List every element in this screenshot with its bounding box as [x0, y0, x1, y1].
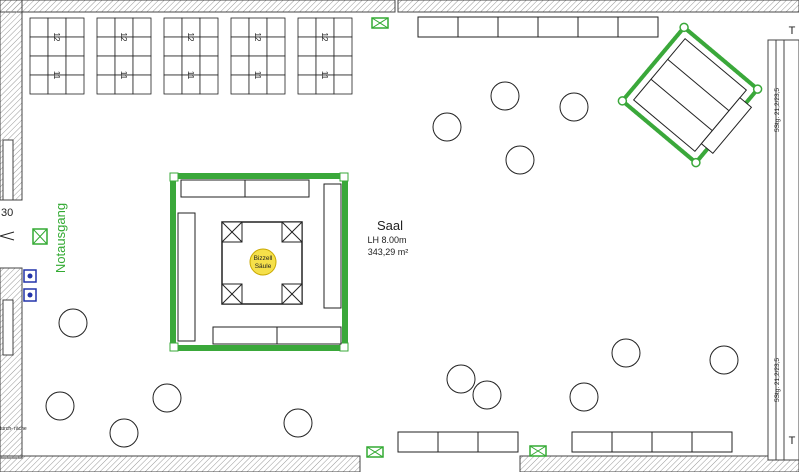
table-group: 12 11: [29, 17, 85, 95]
bottom-wall-left: [0, 455, 361, 472]
table-group: 12 11: [297, 17, 353, 95]
round-table: [152, 383, 182, 413]
round-table: [611, 338, 641, 368]
round-table: [490, 81, 520, 111]
table-group: 12 11: [96, 17, 152, 95]
round-table: [709, 345, 739, 375]
pillar-label-line1: Bizzell: [254, 255, 273, 262]
pillar-label-line2: Säule: [255, 263, 272, 270]
round-table: [472, 380, 502, 410]
table-number: 12: [119, 33, 128, 42]
round-table: [58, 308, 88, 338]
left-edge-number: 30: [1, 207, 13, 219]
wall-sockets: [23, 269, 37, 302]
round-table: [432, 112, 462, 142]
table-number: 11: [253, 71, 262, 80]
round-table: [45, 391, 75, 421]
right-top-T: T: [789, 25, 796, 37]
left-wall-window: [2, 139, 14, 201]
table-number: 11: [320, 71, 329, 80]
table-group: 12 11: [230, 17, 286, 95]
right-bottom-T: T: [789, 435, 796, 447]
round-table: [569, 382, 599, 412]
exit-signs: Notausgang: [32, 17, 547, 458]
room-area: 343,29 m²: [368, 247, 409, 257]
bottom-left-note: turch- räche: [0, 426, 27, 432]
round-table: [446, 364, 476, 394]
table-number: 12: [320, 33, 329, 42]
bottom-wall-right: [519, 455, 799, 472]
top-wall-right: [397, 0, 799, 13]
central-truss: Bizzell Säule: [169, 172, 349, 352]
pillar: [249, 248, 277, 276]
room-name: Saal: [377, 218, 403, 233]
top-wall-left: [0, 0, 396, 13]
stair-label-top: 5Stg. 21,2/23,5: [774, 88, 781, 132]
emergency-exit-label: Notausgang: [53, 203, 68, 273]
table-groups: 12 11 12 11 12 11 12 11 12 11: [29, 17, 353, 95]
table-number: 12: [186, 33, 195, 42]
table-number: 12: [52, 33, 61, 42]
room-label: Saal LH 8.00m 343,29 m²: [367, 218, 408, 257]
table-number: 11: [52, 71, 61, 80]
table-number: 12: [253, 33, 262, 42]
left-wall-window-lower: [2, 299, 14, 356]
bench-row-bottom-right: [571, 431, 733, 453]
round-tables: [45, 81, 739, 448]
room-height: LH 8.00m: [367, 235, 406, 245]
bench-row-top: [417, 16, 659, 38]
round-table: [109, 418, 139, 448]
round-table: [283, 408, 313, 438]
bench-row-bottom-left: [397, 431, 519, 453]
edge-marks: 30 turch- räche T T 5Stg. 21,2/23,5 5Stg…: [0, 25, 796, 447]
rotated-stage: [617, 22, 763, 168]
round-table: [505, 145, 535, 175]
table-group: 12 11: [163, 17, 219, 95]
stair-label-bottom: 5Stg. 21,2/23,5: [774, 358, 781, 402]
table-number: 11: [186, 71, 195, 80]
table-number: 11: [119, 71, 128, 80]
round-table: [559, 92, 589, 122]
benches: [397, 16, 733, 453]
